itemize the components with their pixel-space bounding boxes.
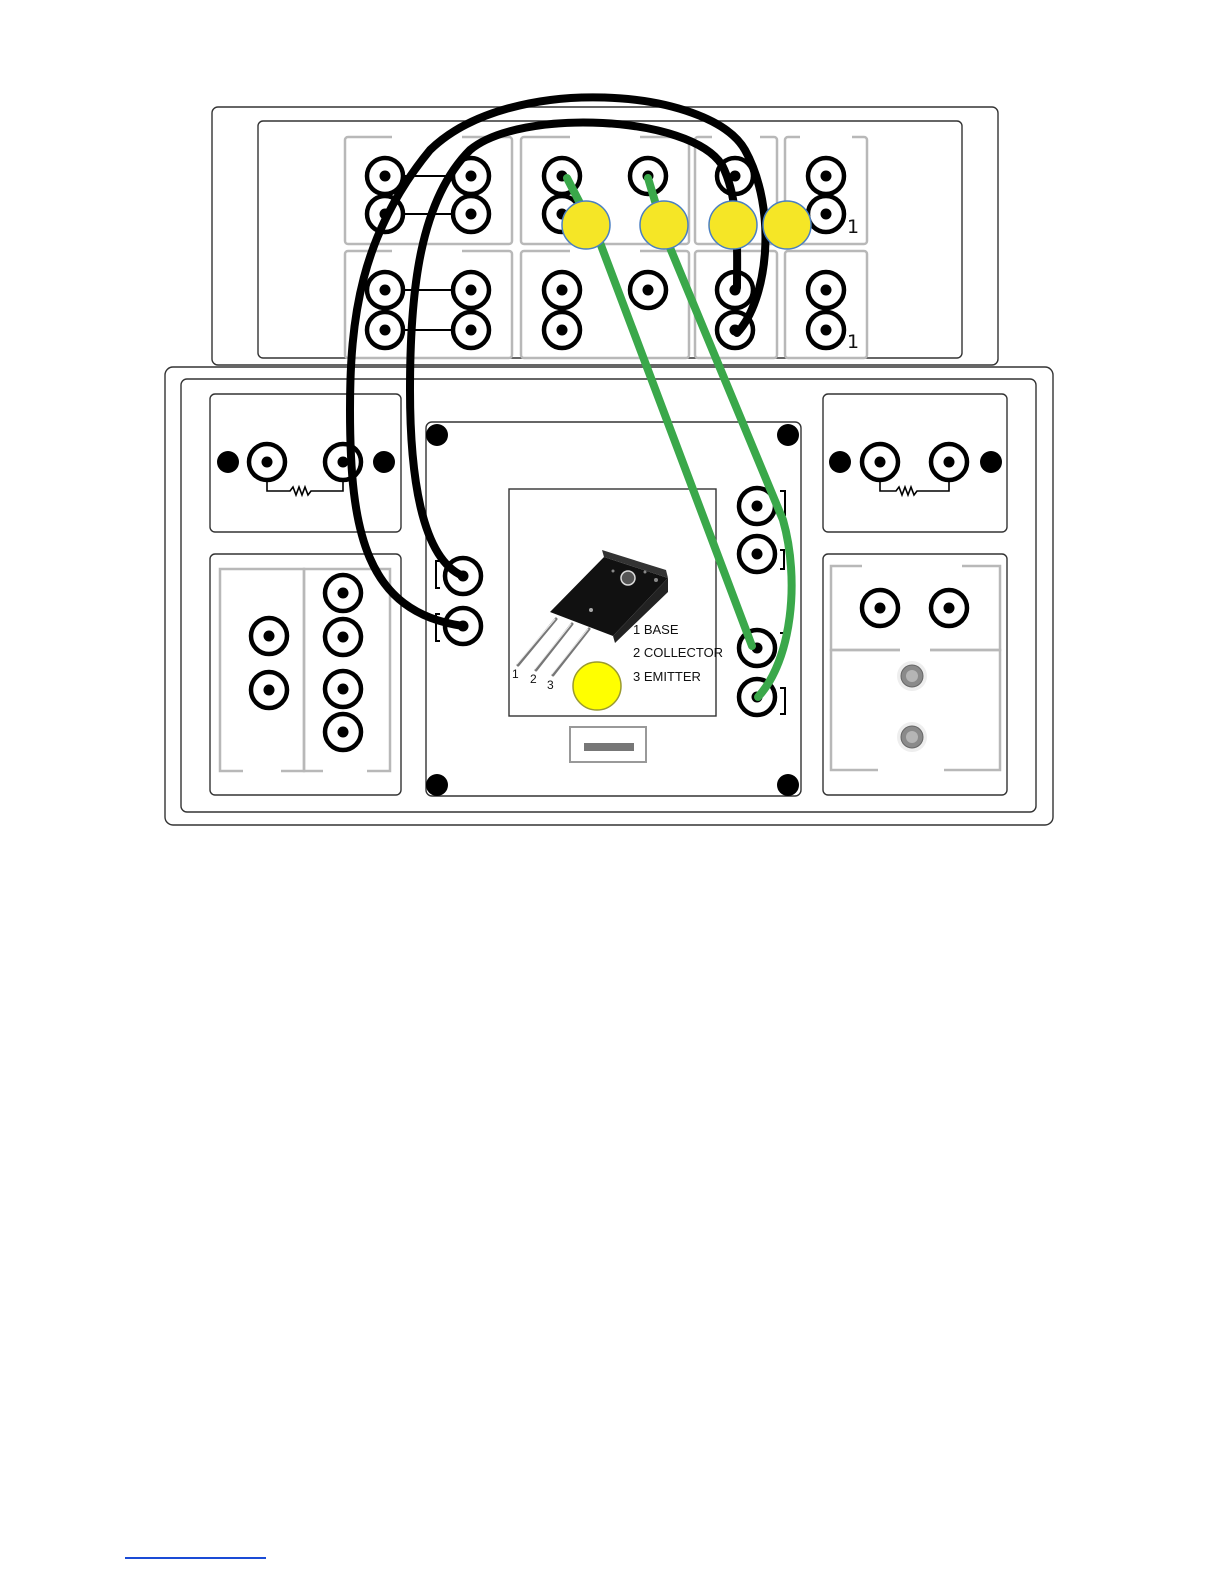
legend-collector: 2 COLLECTOR xyxy=(633,645,723,660)
pin-label-1: 1 xyxy=(512,667,519,681)
right-meter-module xyxy=(823,554,1007,795)
left-switch-module xyxy=(210,554,401,795)
right-resistor-module xyxy=(823,394,1007,532)
side-mark-2: 1 xyxy=(847,331,859,353)
marker-2 xyxy=(640,201,688,249)
lower-unit: 1 2 3 1 BASE 2 COLLECTOR 3 EMITTER xyxy=(165,367,1053,825)
marker-5 xyxy=(573,662,621,710)
marker-3 xyxy=(709,201,757,249)
left-resistor-module xyxy=(210,394,401,532)
legend-emitter: 3 EMITTER xyxy=(633,669,701,684)
marker-1 xyxy=(562,201,610,249)
legend-base: 1 BASE xyxy=(633,622,679,637)
footer-underline xyxy=(125,1557,266,1559)
transistor-module: 1 2 3 1 BASE 2 COLLECTOR 3 EMITTER xyxy=(426,422,801,796)
pin-label-3: 3 xyxy=(547,678,554,692)
marker-4 xyxy=(763,201,811,249)
pin-label-2: 2 xyxy=(530,672,537,686)
side-mark-1: 1 xyxy=(847,216,859,238)
